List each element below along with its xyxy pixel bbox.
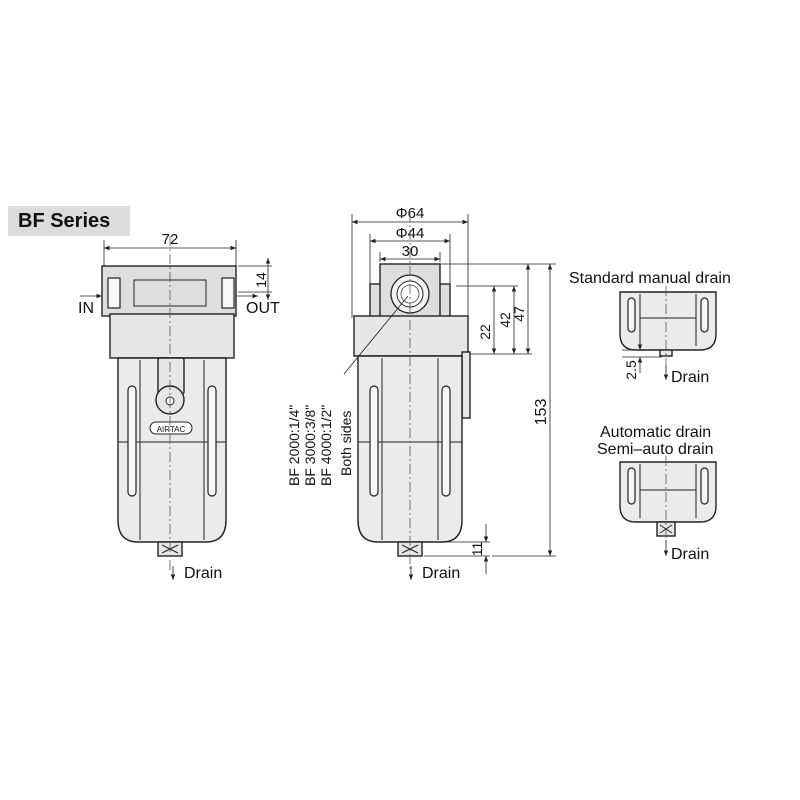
front-head xyxy=(101,265,237,317)
port-leader-line xyxy=(343,295,409,375)
front-view: 72 14 IN OUT xyxy=(78,231,280,582)
front-collar xyxy=(109,313,235,359)
auto-drain-bowl xyxy=(619,461,717,523)
dim-153-label: 153 xyxy=(533,399,550,426)
port-note-both-sides: Both sides xyxy=(338,411,354,476)
series-title: BF Series xyxy=(8,206,130,236)
port-note-bf2000: BF 2000:1/4" xyxy=(286,405,302,486)
dim-14-label: 14 xyxy=(253,272,269,288)
auto-drain-title-1: Automatic drain xyxy=(600,424,711,441)
front-bowl xyxy=(117,357,227,543)
in-label: IN xyxy=(78,300,94,317)
front-drain-label: Drain xyxy=(184,565,222,582)
dim-11-label: 11 xyxy=(469,542,485,557)
manual-drain-title: Standard manual drain xyxy=(569,270,731,287)
dim-47-label: 47 xyxy=(511,306,527,322)
side-collar xyxy=(353,315,469,357)
side-view: Φ64 Φ44 30 22 42 47 xyxy=(286,205,556,582)
out-label: OUT xyxy=(246,300,280,317)
side-bracket xyxy=(461,351,471,419)
port-note-bf3000: BF 3000:3/8" xyxy=(302,405,318,486)
brand-logo-text: AIRTAC xyxy=(157,425,186,434)
dim-42-label: 42 xyxy=(497,312,513,328)
auto-drain-label: Drain xyxy=(671,546,709,563)
manual-drain-label: Drain xyxy=(671,369,709,386)
auto-drain-title-2: Semi–auto drain xyxy=(597,441,714,458)
dim-2-5-label: 2.5 xyxy=(623,360,639,380)
side-drain-label: Drain xyxy=(422,565,460,582)
port-note-bf4000: BF 4000:1/2" xyxy=(318,405,334,486)
detail-manual-drain: Standard manual drain 2.5 Drain xyxy=(569,270,731,386)
detail-automatic-drain: Automatic drain Semi–auto drain Drain xyxy=(597,424,717,563)
dim-22-label: 22 xyxy=(477,324,493,340)
manual-drain-bowl xyxy=(619,291,717,351)
